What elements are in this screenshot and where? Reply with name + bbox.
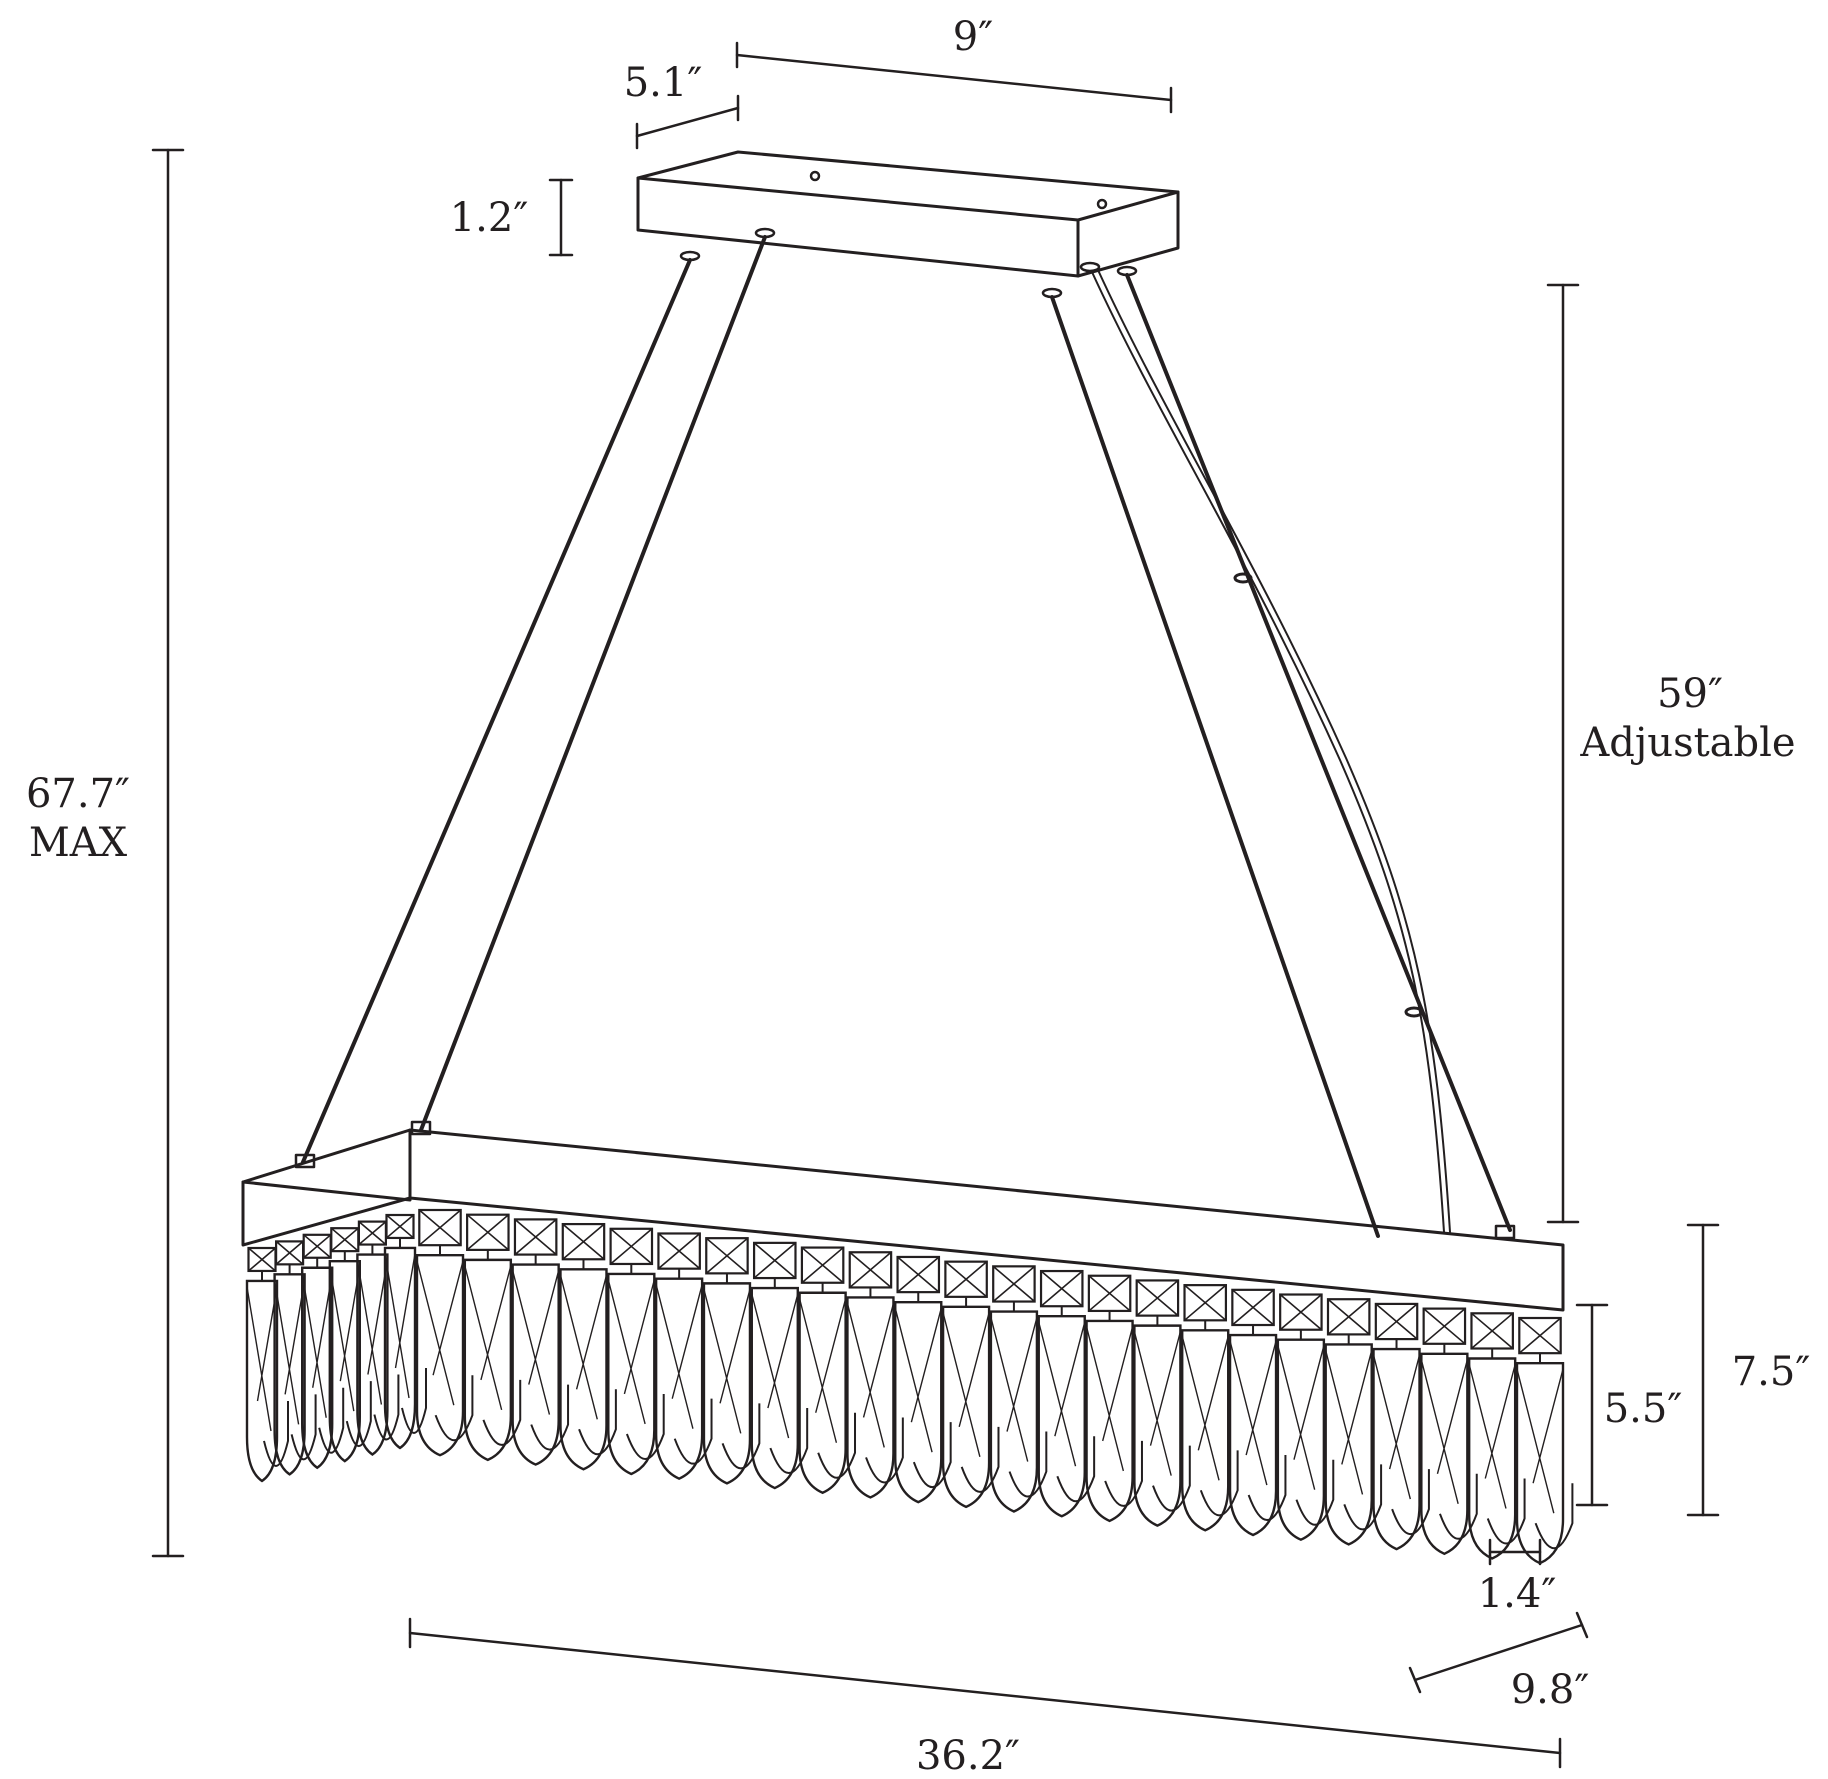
crystal-front-6: [654, 1232, 713, 1480]
crystal-curtain: [245, 1208, 1574, 1565]
crystal-front-22: [1420, 1307, 1478, 1556]
label-canopy-height: 1.2″: [450, 195, 529, 241]
crystal-front-1: [415, 1208, 474, 1457]
label-canopy-width: 5.1″: [624, 60, 703, 106]
canopy: [636, 150, 1180, 299]
crystal-side-1: [245, 1246, 289, 1483]
dimension-labels: 9″ 5.1″ 1.2″ 67.7″ MAX 59″ Adjustable 7.…: [26, 14, 1810, 1779]
crystal-front-7: [702, 1237, 761, 1485]
crystal-front-17: [1181, 1284, 1239, 1532]
crystal-front-21: [1372, 1302, 1430, 1551]
crystal-front-11: [894, 1255, 952, 1504]
crystal-side-6: [383, 1213, 427, 1450]
crystal-front-10: [846, 1251, 904, 1499]
crystal-front-5: [607, 1227, 665, 1476]
crystal-front-12: [941, 1260, 1000, 1509]
label-overall-height-note: MAX: [29, 820, 128, 866]
label-body-height: 7.5″: [1732, 1349, 1811, 1395]
crystal-side-2: [273, 1240, 317, 1476]
label-canopy-length: 9″: [953, 14, 993, 60]
crystal-front-15: [1085, 1274, 1143, 1523]
crystal-front-16: [1133, 1279, 1191, 1527]
crystal-front-20: [1324, 1298, 1383, 1546]
suspension-cables: [301, 235, 1512, 1238]
crystal-front-18: [1228, 1288, 1287, 1537]
label-cable-length: 59″: [1657, 671, 1723, 717]
crystal-side-5: [356, 1220, 400, 1456]
crystal-front-13: [989, 1265, 1048, 1513]
crystal-front-2: [463, 1213, 522, 1462]
fixture-body: [241, 1120, 1574, 1565]
dimension-lines: [151, 41, 1720, 1769]
crystal-front-23: [1467, 1312, 1526, 1560]
label-body-width: 9.8″: [1511, 1667, 1590, 1713]
crystal-front-4: [559, 1222, 617, 1471]
crystal-side-4: [328, 1227, 372, 1463]
crystal-front-19: [1276, 1293, 1335, 1542]
crystal-front-14: [1037, 1269, 1096, 1518]
crystal-front-9: [798, 1246, 857, 1495]
crystal-front-24: [1515, 1316, 1574, 1565]
crystal-front-3: [511, 1218, 570, 1466]
crystal-side-3: [301, 1233, 345, 1470]
label-overall-height: 67.7″: [26, 771, 130, 817]
label-body-length: 36.2″: [916, 1733, 1020, 1779]
label-crystal-width: 1.4″: [1478, 1571, 1557, 1617]
crystal-front-8: [750, 1241, 809, 1490]
label-cable-note: Adjustable: [1579, 720, 1795, 766]
label-crystal-drop: 5.5″: [1604, 1386, 1683, 1432]
